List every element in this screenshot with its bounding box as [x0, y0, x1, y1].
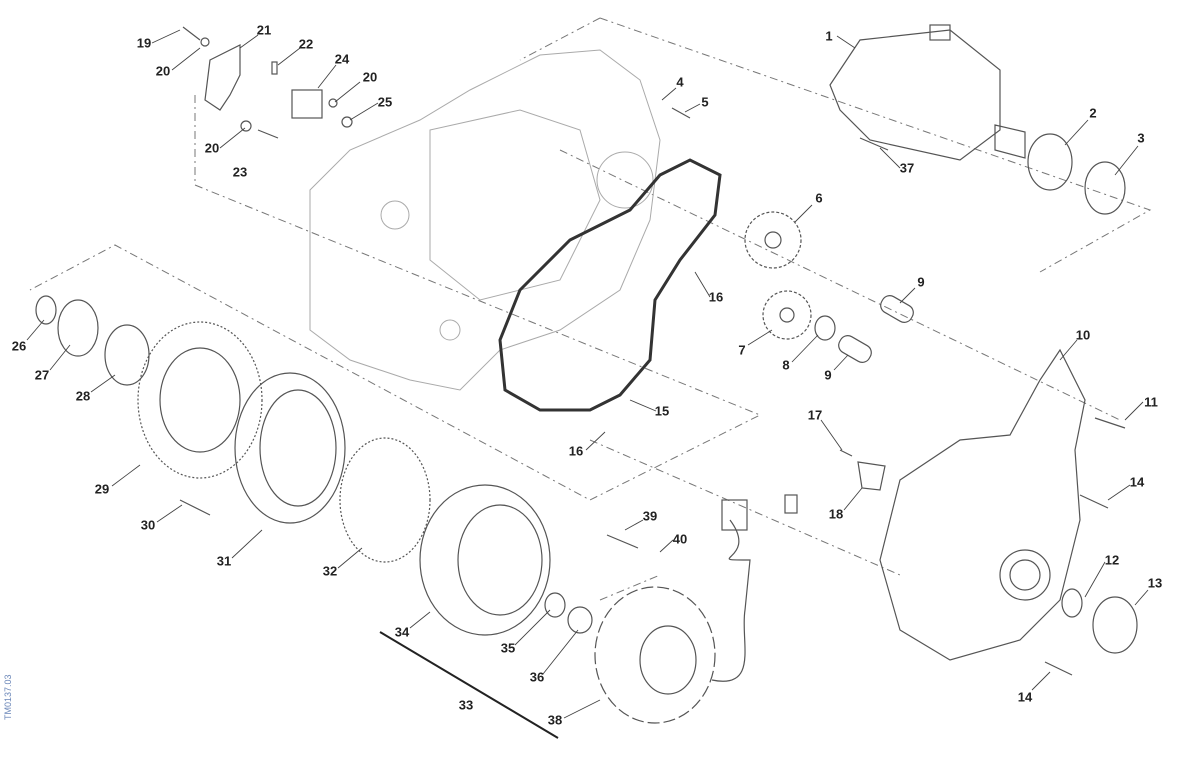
- callout-9b: 9: [824, 367, 832, 383]
- o-ring-12: [1061, 588, 1083, 618]
- callout-29: 29: [94, 481, 110, 497]
- starter-bushing: [1027, 133, 1073, 191]
- callout-4: 4: [676, 74, 684, 90]
- assembly-dash-lines: [29, 17, 1152, 601]
- pin-9a: [880, 295, 914, 323]
- idler-gear-double: [744, 211, 802, 269]
- callout-1: 1: [825, 28, 833, 44]
- callout-34: 34: [394, 624, 410, 640]
- bolts: [179, 26, 1126, 676]
- needle-bearing: [814, 315, 836, 341]
- nut-36: [567, 606, 593, 634]
- callout-13: 13: [1147, 575, 1163, 591]
- callout-37: 37: [899, 160, 915, 176]
- callout-24: 24: [334, 51, 350, 67]
- callout-30: 30: [140, 517, 156, 533]
- callout-35: 35: [500, 640, 516, 656]
- callout-11: 11: [1144, 394, 1158, 410]
- callout-27: 27: [34, 367, 50, 383]
- pin-9b: [838, 335, 872, 363]
- callout-36: 36: [529, 669, 545, 685]
- callout-14a: 14: [1129, 474, 1145, 490]
- callout-9a: 9: [917, 274, 925, 290]
- plug-13: [1092, 596, 1138, 654]
- callout-20b: 20: [362, 69, 378, 85]
- callout-17: 17: [807, 407, 823, 423]
- pickup-sensor: [291, 89, 323, 119]
- callout-22: 22: [298, 36, 314, 52]
- callout-32: 32: [322, 563, 338, 579]
- callout-38: 38: [547, 712, 563, 728]
- callout-8: 8: [782, 357, 790, 373]
- callout-3: 3: [1137, 130, 1145, 146]
- callout-7: 7: [738, 342, 746, 358]
- callout-25: 25: [377, 94, 393, 110]
- circlip: [35, 295, 57, 325]
- assembly-33-bracket: [379, 631, 559, 739]
- stator: [594, 494, 798, 724]
- callout-20a: 20: [155, 63, 171, 79]
- ignition-cover: [879, 348, 1086, 661]
- callout-19: 19: [136, 35, 152, 51]
- o-rings: [1084, 161, 1126, 215]
- callout-12: 12: [1104, 552, 1120, 568]
- leader-lines: [26, 29, 1149, 719]
- callout-14b: 14: [1017, 689, 1033, 705]
- callout-5: 5: [701, 94, 709, 110]
- callout-23: 23: [232, 164, 248, 180]
- callout-28: 28: [75, 388, 91, 404]
- drawing-code: TM0137.03: [3, 674, 13, 720]
- callout-20c: 20: [204, 140, 220, 156]
- callout-10: 10: [1075, 327, 1091, 343]
- washer-27: [57, 299, 99, 357]
- crankcase: [309, 49, 661, 391]
- callout-16a: 16: [708, 289, 724, 305]
- bracket: [857, 461, 886, 491]
- callout-16b: 16: [568, 443, 584, 459]
- callout-21: 21: [256, 22, 272, 38]
- callout-18: 18: [828, 506, 844, 522]
- callout-26: 26: [11, 338, 27, 354]
- washer-35: [544, 592, 566, 618]
- flywheel-rotor: [419, 484, 551, 636]
- starter-motor: [829, 24, 1026, 161]
- callout-31: 31: [216, 553, 232, 569]
- idler-gear: [762, 290, 812, 340]
- starter-clutch-housing: [234, 372, 346, 524]
- needle-cage-28: [104, 324, 150, 386]
- cover-gasket: [498, 158, 722, 412]
- callout-15: 15: [654, 403, 670, 419]
- callout-39: 39: [642, 508, 658, 524]
- callout-40: 40: [672, 531, 688, 547]
- callout-6: 6: [815, 190, 823, 206]
- callout-33: 33: [458, 697, 474, 713]
- callout-2: 2: [1089, 105, 1097, 121]
- pickup-bracket: [204, 44, 241, 111]
- starter-driven-gear: [137, 321, 263, 479]
- sprag-clutch: [339, 437, 431, 563]
